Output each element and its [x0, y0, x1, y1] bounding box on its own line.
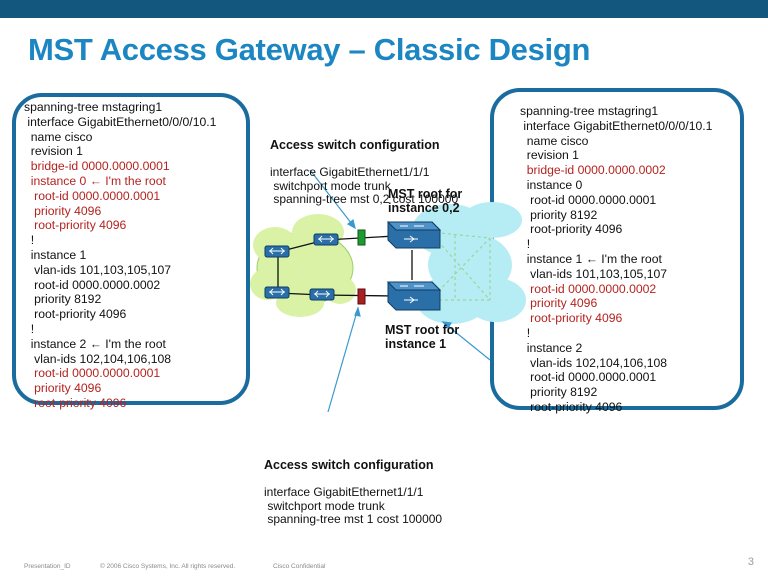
access-config-top-line: switchport mode trunk: [270, 178, 391, 193]
right-config-line: priority 8192: [520, 207, 598, 222]
mst-root-label-top: MST root for instance 0,2: [388, 187, 463, 215]
left-config-line: vlan-ids 102,104,106,108: [24, 351, 172, 366]
right-config-line: root-priority 4096: [520, 311, 623, 326]
right-config-text: spanning-tree mstagring1 interface Gigab…: [520, 104, 712, 415]
right-config-line: !: [520, 237, 531, 252]
left-config-line: root-priority 4096: [24, 218, 127, 233]
top-banner-bar: [0, 0, 768, 18]
port-marker-red-icon: [357, 288, 366, 305]
green-cloud-icon: [250, 214, 356, 317]
left-config-line: root-id 0000.0000.0001: [24, 188, 161, 203]
access-switch-icon: [264, 286, 290, 299]
access-config-bottom: Access switch configuration interface Gi…: [264, 432, 442, 527]
right-config-line: priority 4096: [520, 296, 598, 311]
left-config-line: root-id 0000.0000.0002: [24, 277, 161, 292]
left-config-box: [12, 93, 250, 405]
right-config-line: vlan-ids 101,103,105,107: [520, 266, 668, 281]
right-config-line: bridge-id 0000.0000.0002: [520, 163, 666, 178]
access-config-top-heading: Access switch configuration: [270, 138, 440, 152]
left-config-line: root-id 0000.0000.0001: [24, 366, 161, 381]
left-config-line: !: [24, 233, 35, 248]
access-config-bottom-line: switchport mode trunk: [264, 498, 385, 513]
left-config-line: bridge-id 0000.0000.0001: [24, 159, 170, 174]
right-config-line: instance 0: [520, 177, 583, 192]
left-config-line: instance 1: [24, 247, 87, 262]
left-config-line: interface GigabitEthernet0/0/0/10.1: [24, 114, 217, 129]
right-config-line: interface GigabitEthernet0/0/0/10.1: [520, 118, 713, 133]
access-config-bottom-heading: Access switch configuration: [264, 458, 434, 472]
access-config-top-line: spanning-tree mst 0,2 cost 100000: [270, 192, 459, 206]
left-config-line: vlan-ids 101,103,105,107: [24, 262, 172, 277]
access-switch-icon: [264, 245, 290, 258]
core-router-icon: [386, 221, 442, 249]
left-config-line: priority 8192: [24, 292, 102, 307]
pointer-lines: [309, 169, 491, 413]
footer-presentation-id: Presentation_ID: [24, 563, 71, 570]
access-switch-icon: [309, 288, 335, 301]
right-config-line: instance 1 ← I'm the root: [520, 251, 662, 266]
right-config-line: priority 8192: [520, 385, 598, 400]
right-config-line: root-id 0000.0000.0001: [520, 370, 657, 385]
left-config-line: instance 0 ← I'm the root: [24, 173, 166, 188]
right-config-line: root-id 0000.0000.0002: [520, 281, 657, 296]
port-marker-green-icon: [357, 229, 366, 246]
right-config-line: vlan-ids 102,104,106,108: [520, 355, 668, 370]
right-config-line: !: [520, 325, 531, 340]
left-config-line: instance 2 ← I'm the root: [24, 336, 166, 351]
right-config-line: name cisco: [520, 133, 589, 148]
left-config-line: root-priority 4096: [24, 395, 127, 410]
access-config-bottom-line: spanning-tree mst 1 cost 100000: [264, 512, 443, 526]
left-config-line: !: [24, 321, 35, 336]
page-number: 3: [747, 556, 754, 568]
left-config-line: priority 4096: [24, 203, 102, 218]
footer-copyright: © 2006 Cisco Systems, Inc. All rights re…: [100, 563, 236, 570]
mst-root-label-bottom: MST root for instance 1: [385, 323, 460, 351]
access-config-bottom-line: interface GigabitEthernet1/1/1: [264, 485, 424, 499]
right-config-line: root-priority 4096: [520, 399, 623, 414]
access-config-top: Access switch configuration interface Gi…: [270, 112, 458, 207]
slide-title: MST Access Gateway – Classic Design: [28, 32, 591, 67]
left-config-line: spanning-tree mstagring1: [24, 100, 163, 114]
left-config-line: revision 1: [24, 144, 83, 159]
access-switch-icon: [313, 233, 339, 246]
left-config-line: priority 4096: [24, 381, 102, 396]
left-config-text: spanning-tree mstagring1 interface Gigab…: [24, 100, 216, 411]
left-config-line: root-priority 4096: [24, 307, 127, 322]
left-config-line: name cisco: [24, 129, 93, 144]
right-config-line: root-id 0000.0000.0001: [520, 192, 657, 207]
right-config-line: revision 1: [520, 148, 579, 163]
core-router-icon: [386, 281, 442, 311]
footer-confidential: Cisco Confidential: [273, 563, 326, 570]
right-config-line: root-priority 4096: [520, 222, 623, 237]
right-config-line: instance 2: [520, 340, 583, 355]
access-config-top-line: interface GigabitEthernet1/1/1: [270, 165, 430, 179]
right-config-line: spanning-tree mstagring1: [520, 104, 659, 118]
